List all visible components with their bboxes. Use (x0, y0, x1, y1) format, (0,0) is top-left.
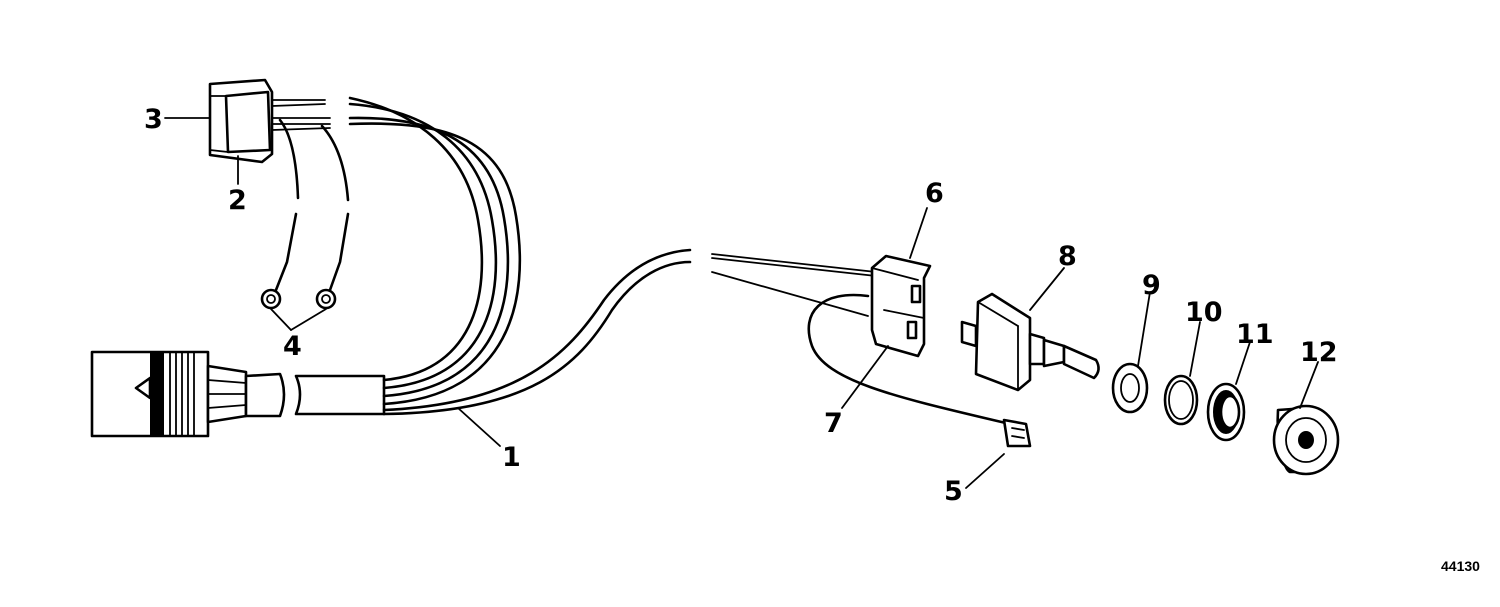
toggle-switch (960, 292, 1100, 392)
ring-terminals (260, 212, 350, 310)
callout-5: 5 (944, 476, 963, 507)
callout-9: 9 (1142, 270, 1161, 301)
harness-sheath (244, 372, 386, 418)
washer-9 (1111, 362, 1149, 414)
nut-11 (1206, 382, 1246, 442)
switch-lead-wires (711, 253, 877, 317)
callout-3: 3 (144, 104, 163, 135)
callout-12: 12 (1300, 337, 1338, 368)
switch-connector (870, 254, 932, 358)
callout-7: 7 (824, 408, 843, 439)
callout-10: 10 (1185, 297, 1223, 328)
main-harness-plug (90, 350, 248, 438)
callout-8: 8 (1058, 241, 1077, 272)
connector-housing (208, 78, 274, 164)
callout-6: 6 (925, 178, 944, 209)
callout-4: 4 (283, 331, 302, 362)
harness-wires (348, 96, 692, 416)
washer-10 (1163, 374, 1199, 426)
callout-1: 1 (502, 442, 521, 473)
loop-wire (807, 293, 1032, 448)
leader-lines (164, 117, 1319, 489)
figure-number: 44130 (1441, 558, 1480, 574)
callout-11: 11 (1236, 319, 1274, 350)
connector-wire-stubs (271, 99, 350, 202)
callout-2: 2 (228, 185, 247, 216)
boot-12 (1272, 404, 1340, 476)
